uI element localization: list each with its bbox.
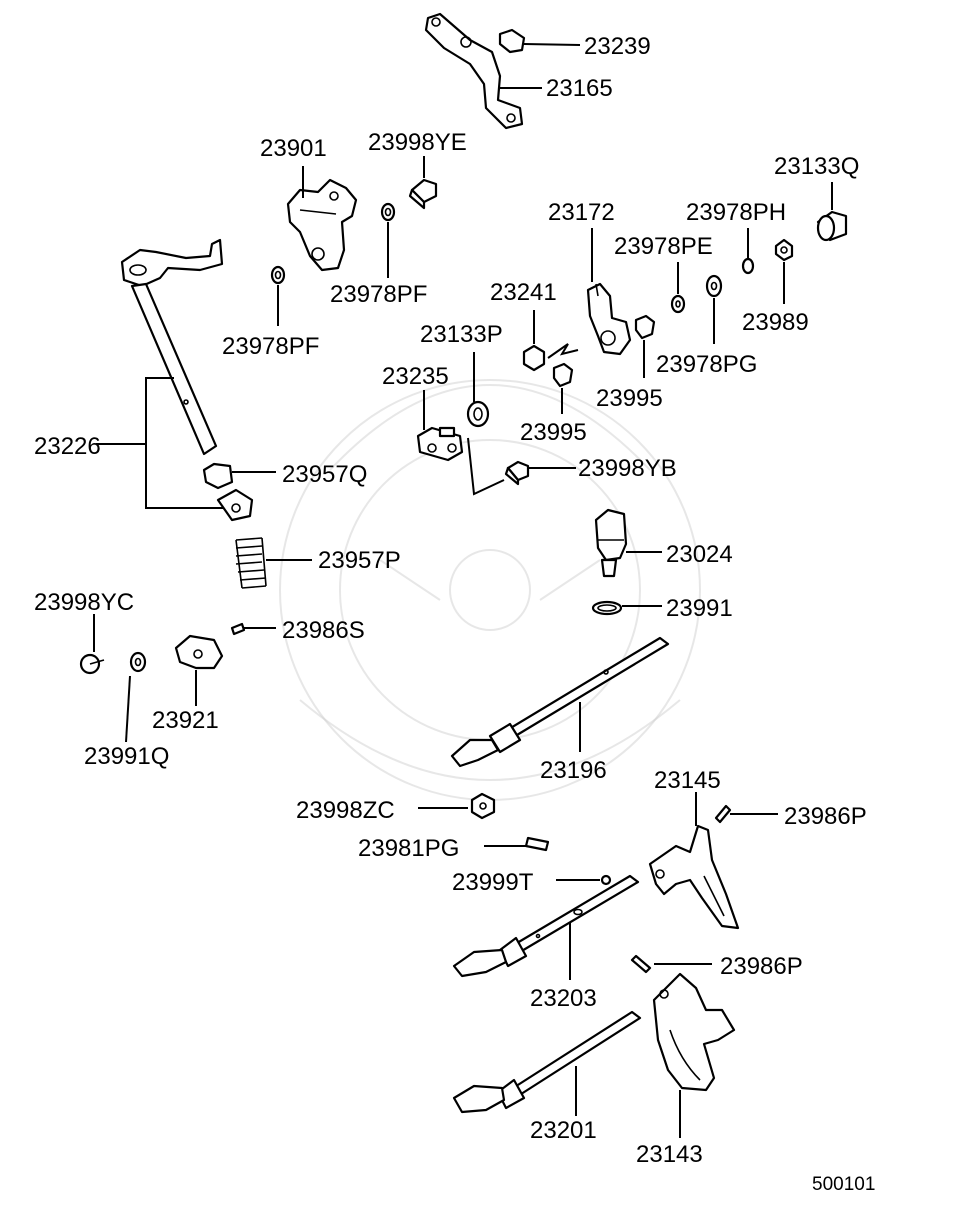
- label-23957Q: 23957Q: [282, 461, 367, 488]
- label-23978PG: 23978PG: [656, 351, 757, 378]
- part-23978PF-washer-upper: [380, 202, 396, 222]
- part-23981PG-pin: [524, 836, 550, 852]
- part-23986P-pin-lower: [630, 954, 652, 974]
- part-23998ZC-nut: [470, 792, 496, 820]
- part-23145-shift-fork: [648, 824, 740, 930]
- label-23986P-upper: 23986P: [784, 803, 867, 830]
- part-23978PH-washer: [741, 257, 755, 275]
- part-23226-shift-shaft: [120, 238, 224, 456]
- part-23133P-ring: [466, 400, 490, 428]
- label-23998YE: 23998YE: [368, 129, 467, 156]
- label-23201: 23201: [530, 1117, 597, 1144]
- part-23143-shift-fork: [652, 972, 736, 1092]
- label-23143: 23143: [636, 1141, 703, 1168]
- part-labels: 23239 23165 23901 23998YE 23133Q 23172 2…: [34, 33, 875, 1195]
- part-23239-clip: [498, 28, 526, 54]
- label-23024: 23024: [666, 541, 733, 568]
- part-23172-lever: [586, 282, 632, 356]
- label-23241: 23241: [490, 279, 557, 306]
- label-23978PF-upper: 23978PF: [330, 281, 427, 308]
- label-23989: 23989: [742, 309, 809, 336]
- label-23203: 23203: [530, 985, 597, 1012]
- label-23995-lower: 23995: [520, 419, 587, 446]
- label-23165: 23165: [546, 75, 613, 102]
- label-23145: 23145: [654, 767, 721, 794]
- label-23978PH: 23978PH: [686, 199, 786, 226]
- part-23133Q-cap: [816, 210, 848, 242]
- part-23921-bracket: [174, 634, 224, 670]
- part-23989-nut: [774, 238, 794, 262]
- part-23241-block: [522, 344, 546, 372]
- label-23998YB: 23998YB: [578, 455, 677, 482]
- label-23235: 23235: [382, 363, 449, 390]
- label-23172: 23172: [548, 199, 615, 226]
- part-23957Q-collar: [202, 462, 234, 490]
- label-23991: 23991: [666, 595, 733, 622]
- label-23999T: 23999T: [452, 869, 534, 896]
- part-23957P-spring: [235, 537, 267, 589]
- label-23986P-lower: 23986P: [720, 953, 803, 980]
- part-23024-switch: [594, 508, 628, 578]
- part-23196-shift-rod: [450, 636, 670, 768]
- part-23978PF-washer-lower: [270, 265, 286, 285]
- label-23239: 23239: [584, 33, 651, 60]
- label-23133Q: 23133Q: [774, 153, 859, 180]
- part-23998YE-bolt: [408, 178, 438, 210]
- part-23998YB-bolt: [504, 460, 530, 486]
- label-23978PF-lower: 23978PF: [222, 333, 319, 360]
- label-23998ZC: 23998ZC: [296, 797, 395, 824]
- part-23978PE-washer: [670, 294, 686, 314]
- part-23991Q-washer: [129, 651, 147, 673]
- part-23235-pin-block: [416, 426, 464, 462]
- label-23921: 23921: [152, 707, 219, 734]
- part-23995-bushing-upper: [634, 314, 656, 340]
- part-23999T-ball: [600, 874, 612, 886]
- part-23201-shift-rod: [452, 1010, 642, 1114]
- part-23203-shift-rod: [452, 874, 640, 978]
- part-23957Q-end-fitting: [216, 488, 254, 522]
- label-23998YC: 23998YC: [34, 589, 134, 616]
- part-23986P-pin-upper: [714, 804, 732, 824]
- part-23165-bracket: [424, 12, 524, 130]
- part-23901-lever: [286, 178, 358, 272]
- label-23957P: 23957P: [318, 547, 401, 574]
- label-23901: 23901: [260, 135, 327, 162]
- label-23995-upper: 23995: [596, 385, 663, 412]
- part-23998YC-bolt: [79, 653, 105, 675]
- diagram-code: 500101: [812, 1174, 875, 1195]
- label-23991Q: 23991Q: [84, 743, 169, 770]
- label-23226: 23226: [34, 433, 101, 460]
- label-23196: 23196: [540, 757, 607, 784]
- label-23133P: 23133P: [420, 321, 503, 348]
- label-23986S: 23986S: [282, 617, 365, 644]
- part-23978PG-washer: [705, 274, 723, 298]
- label-23978PE: 23978PE: [614, 233, 713, 260]
- label-23981PG: 23981PG: [358, 835, 459, 862]
- part-23986S-pin: [230, 622, 246, 636]
- part-23991-oring: [591, 600, 623, 616]
- part-23995-bushing-lower: [552, 362, 574, 388]
